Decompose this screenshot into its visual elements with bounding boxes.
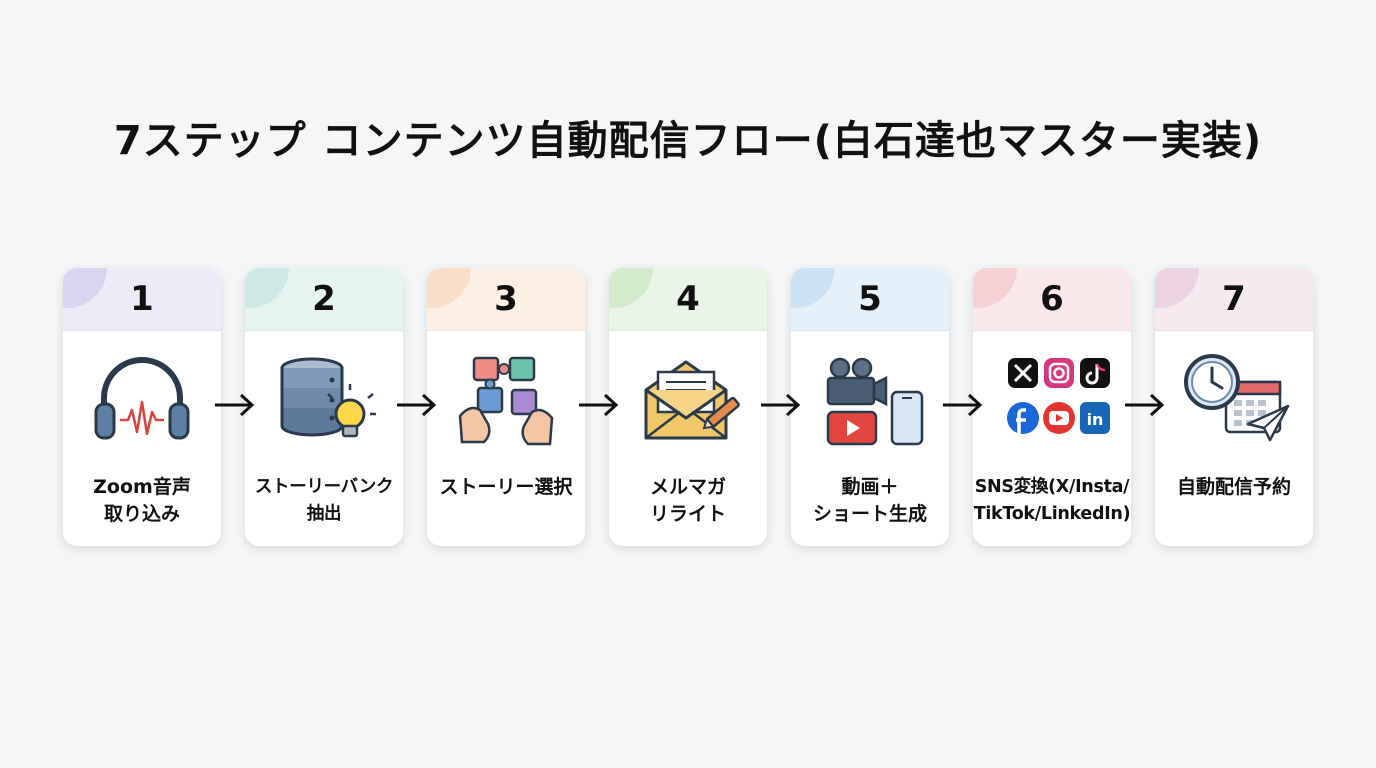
arrow-right-icon [215, 393, 255, 417]
step-number: 4 [676, 279, 700, 319]
step-card-4: 4 メルマガ リライト [609, 268, 767, 546]
arrow-right-icon [1125, 393, 1165, 417]
envelope-pen-icon [644, 360, 740, 440]
step-card-7: 7 自動配信予約 [1155, 268, 1313, 546]
x-logo-icon [1008, 358, 1038, 388]
step-header: 5 [791, 268, 949, 331]
step-card-1: 1 Zoom音声 取り込み [63, 268, 221, 546]
step-header: 7 [1155, 268, 1313, 331]
step-number: 2 [312, 279, 336, 319]
step-label: 動画＋ ショート生成 [812, 476, 927, 525]
step-number: 6 [1040, 279, 1064, 319]
step-label: ストーリーバンク 抽出 [254, 477, 394, 524]
tiktok-icon [1080, 358, 1110, 388]
step-label: ストーリー選択 [439, 476, 573, 498]
step-label: 自動配信予約 [1176, 476, 1291, 498]
step-label: SNS変換(X/Insta/ TikTok/LinkedIn) [973, 477, 1131, 524]
step-number: 5 [858, 279, 882, 319]
arrow-right-icon [579, 393, 619, 417]
step-header: 2 [245, 268, 403, 331]
social-media-icons: in [1007, 358, 1110, 434]
step-header: 3 [427, 268, 585, 331]
step-card-5: 5 動画＋ ショート生成 [791, 268, 949, 546]
arrow-right-icon [397, 393, 437, 417]
step-card-2: 2 ストーリーバンク 抽出 [245, 268, 403, 546]
linkedin-icon: in [1080, 402, 1110, 434]
page-title: 7ステップ コンテンツ自動配信フロー(白石達也マスター実装) [113, 118, 1263, 164]
video-camera-phone-icon [826, 357, 924, 446]
step-header: 1 [63, 268, 221, 331]
step-number: 3 [494, 279, 518, 319]
clock-calendar-paperplane-icon [1184, 354, 1290, 442]
instagram-icon [1044, 358, 1074, 388]
step-card-3: 3 ストーリー選択 [427, 268, 585, 546]
youtube-icon [1043, 402, 1075, 434]
arrow-right-icon [943, 393, 983, 417]
step-number: 7 [1222, 279, 1246, 319]
step-label: Zoom音声 取り込み [93, 476, 191, 525]
puzzle-pieces-icon [458, 356, 554, 446]
arrow-right-icon [761, 393, 801, 417]
facebook-icon [1007, 402, 1039, 434]
headphones-audio-icon [94, 357, 190, 440]
step-header: 4 [609, 268, 767, 331]
step-label: メルマガ リライト [649, 476, 726, 525]
svg-text:in: in [1087, 410, 1104, 429]
step-header: 6 [973, 268, 1131, 331]
database-lightbulb-icon [280, 357, 376, 438]
step-card-6: 6 [973, 268, 1131, 546]
step-number: 1 [130, 279, 154, 319]
